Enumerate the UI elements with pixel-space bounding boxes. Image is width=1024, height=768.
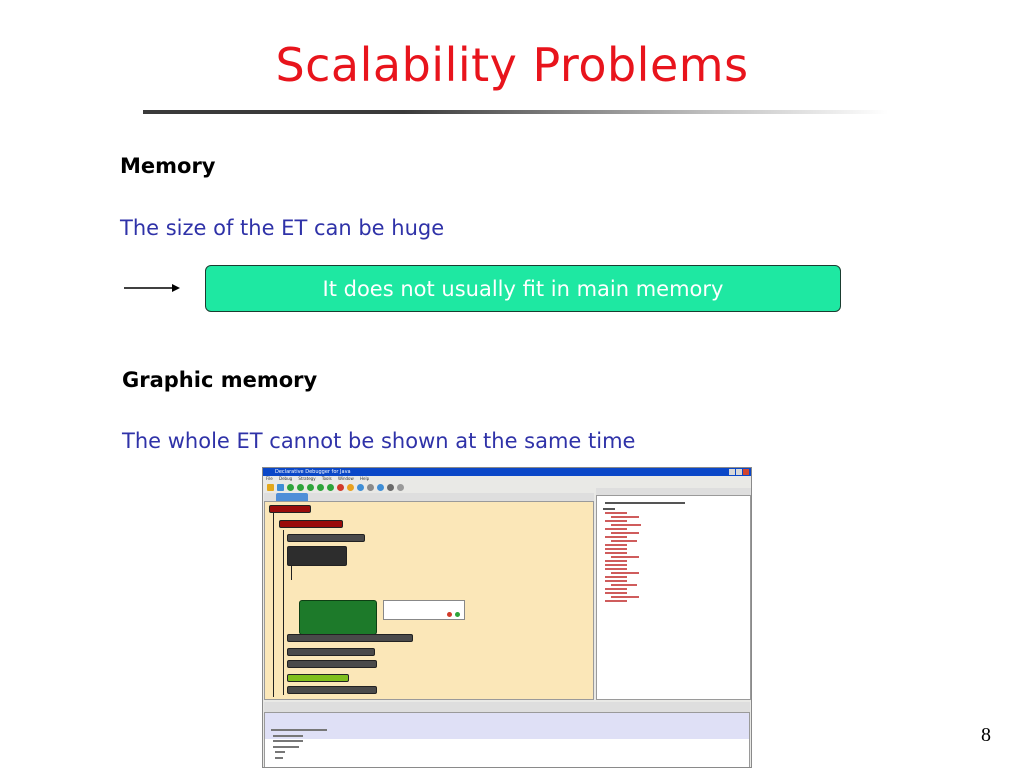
screenshot-tree-tabs (264, 493, 594, 501)
screenshot-execution-tree (264, 501, 594, 700)
callout-box: It does not usually fit in main memory (205, 265, 841, 312)
screenshot-node-tooltip (383, 600, 465, 620)
screenshot-code-tabs (596, 488, 751, 495)
screenshot-window-title: Declarative Debugger for Java (275, 469, 351, 475)
screenshot-title-bar: Declarative Debugger for Java (263, 468, 751, 476)
right-arrow-icon (124, 284, 180, 292)
slide-title: Scalability Problems (275, 38, 749, 92)
section-text-memory: The size of the ET can be huge (120, 216, 445, 240)
section-heading-graphic-memory: Graphic memory (122, 368, 318, 392)
page-number: 8 (981, 724, 991, 746)
screenshot-window-buttons (729, 469, 749, 475)
screenshot-menu-item: Window (337, 476, 354, 481)
screenshot-menu-item: Debug (278, 476, 293, 481)
screenshot-menu-item: Strategy (298, 476, 316, 481)
section-text-graphic-memory: The whole ET cannot be shown at the same… (122, 429, 636, 453)
screenshot-source-pane (264, 712, 750, 767)
screenshot-source-tab (264, 702, 750, 712)
screenshot-menu-item: File (266, 476, 273, 481)
screenshot-menu-item: Help (360, 476, 370, 481)
section-heading-memory: Memory (120, 154, 216, 178)
screenshot-menu-item: Tools (321, 476, 332, 481)
screenshot-menu-bar: File Debug Strategy Tools Window Help (263, 476, 751, 482)
screenshot-code-pane (596, 495, 751, 700)
title-divider (143, 110, 888, 114)
debugger-screenshot: Declarative Debugger for Java File Debug… (262, 467, 752, 768)
screenshot-toolbar (263, 482, 751, 493)
screenshot-selected-node (299, 600, 377, 635)
